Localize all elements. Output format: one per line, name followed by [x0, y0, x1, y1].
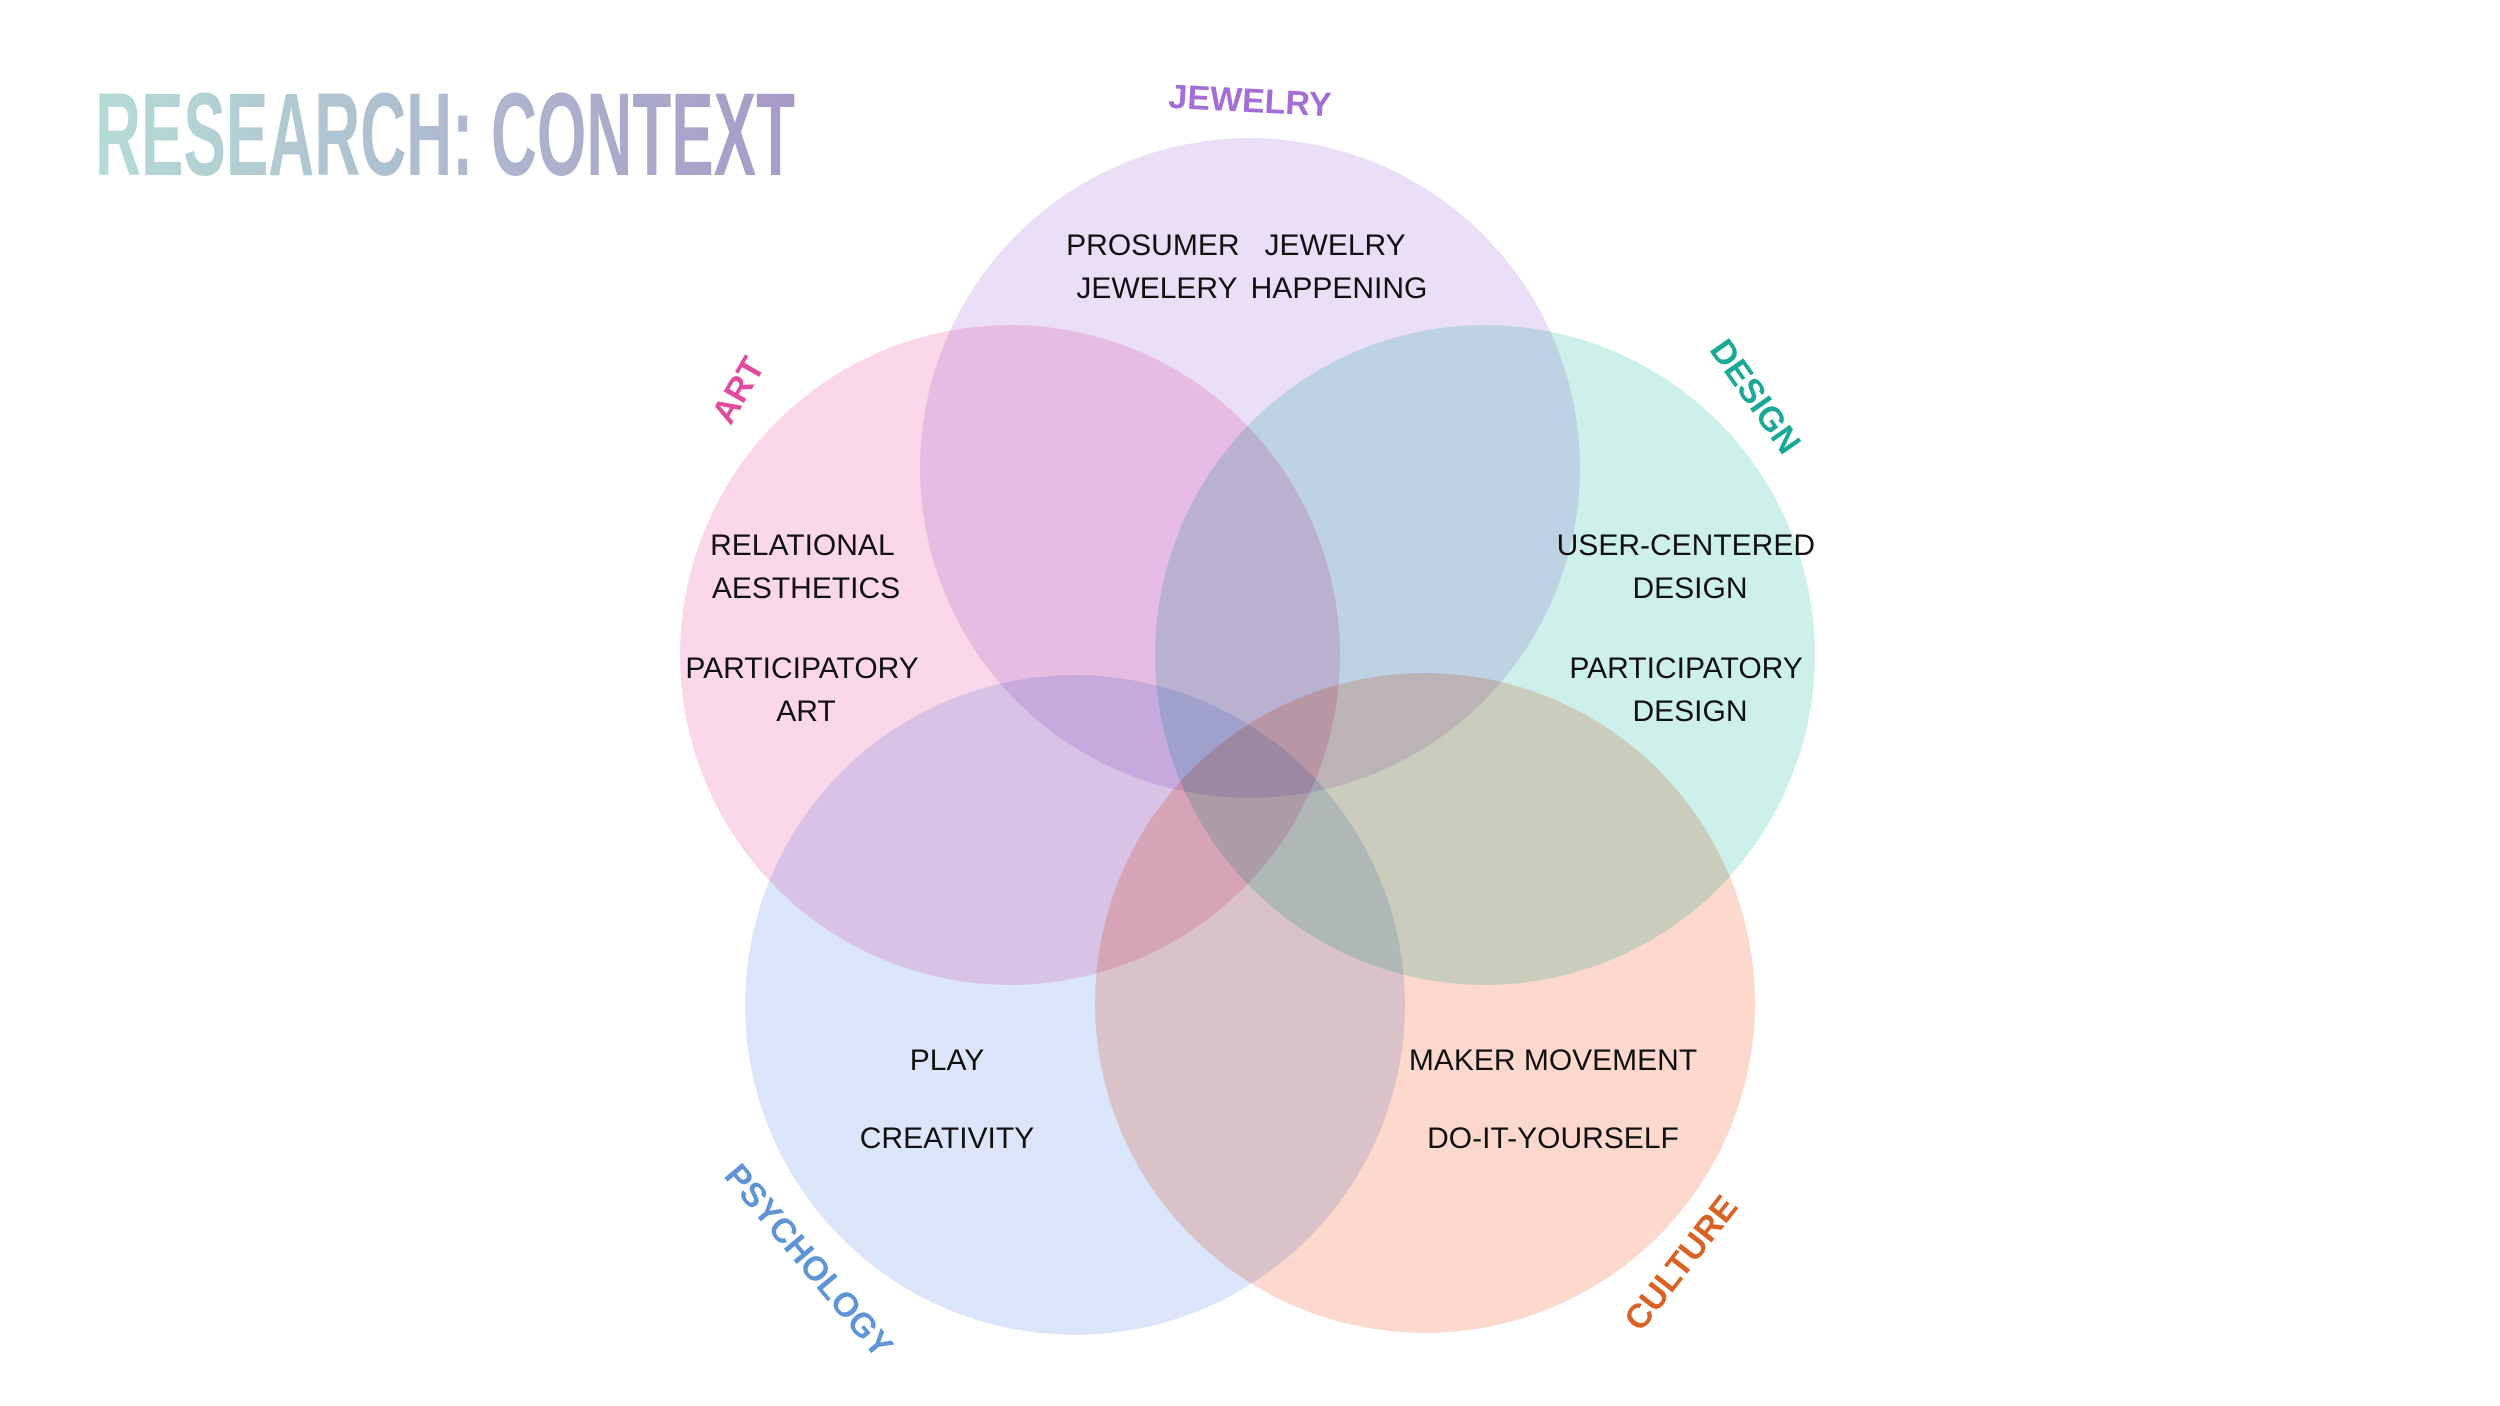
page-title: RESEARCH: CONTEXT — [95, 69, 795, 201]
term-do-it-yourself: DO-IT-YOURSELF — [1427, 1122, 1679, 1155]
term-play: PLAY — [910, 1044, 985, 1077]
venn-circles — [680, 138, 1815, 1335]
term-relational-aesthetics: RELATIONAL AESTHETICS — [710, 529, 902, 605]
term-maker-movement: MAKER MOVEMENT — [1409, 1044, 1697, 1077]
category-label-art: ART — [705, 351, 773, 431]
term-participatory-design: PARTICIPATORY DESIGN — [1569, 652, 1810, 728]
term-user-centered-design: USER-CENTERED DESIGN — [1557, 529, 1824, 605]
culture-circle — [1095, 673, 1755, 1333]
term-jewelry-happening: JEWELRY HAPPENING — [1251, 229, 1428, 305]
category-label-jewelry: JEWELRY — [1168, 78, 1333, 125]
term-participatory-art: PARTICIPATORY ART — [685, 652, 926, 728]
term-creativity: CREATIVITY — [860, 1122, 1034, 1155]
term-prosumer-jewelery: PROSUMER JEWELERY — [1066, 229, 1248, 305]
